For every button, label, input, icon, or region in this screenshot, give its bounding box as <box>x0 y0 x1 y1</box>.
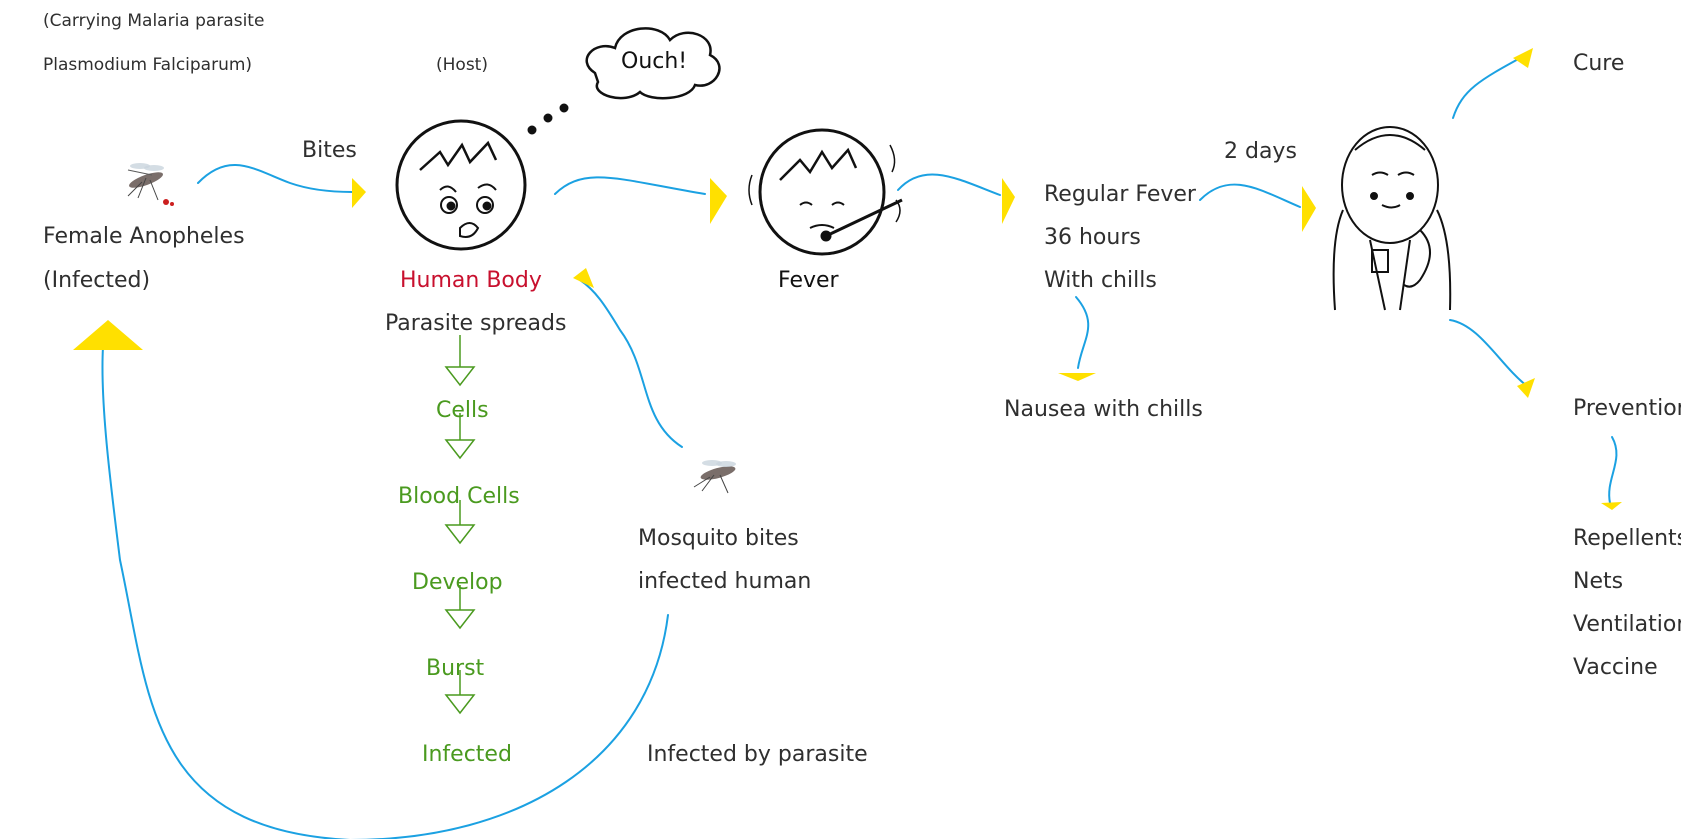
regular-fever-label: Regular Fever <box>1044 184 1196 206</box>
human-body-label: Human Body <box>400 270 542 292</box>
bites-label: Bites <box>302 140 357 162</box>
arrowhead-4 <box>1302 186 1316 232</box>
arrowhead-2 <box>710 178 727 224</box>
arrow-chills-to-nausea <box>1076 297 1088 368</box>
arrow-mosquito-to-human <box>198 165 352 192</box>
mosquito-icon <box>127 163 174 206</box>
infected-by-parasite-label: Infected by parasite <box>647 744 868 766</box>
ouch-bubble-text: Ouch! <box>621 51 687 73</box>
carrying-note-line2: Plasmodium Falciparum) <box>43 57 252 74</box>
arrowhead-9 <box>573 268 594 288</box>
fever-label: Fever <box>778 270 839 292</box>
arrow-fever-to-regular <box>898 174 1000 195</box>
arrowhead-1 <box>352 178 366 208</box>
worried-face-icon <box>397 121 525 249</box>
stage-burst: Burst <box>426 658 484 680</box>
mosquito-bites-label-line2: infected human <box>638 571 811 593</box>
stage-cells: Cells <box>436 400 489 422</box>
doctor-icon <box>1334 127 1451 310</box>
stage-develop: Develop <box>412 572 503 594</box>
prevention-item-ventilation: Ventilation <box>1573 614 1681 636</box>
stage-infected: Infected <box>422 744 512 766</box>
hours-label: 36 hours <box>1044 227 1141 249</box>
nausea-label: Nausea with chills <box>1004 399 1203 421</box>
with-chills-label: With chills <box>1044 270 1157 292</box>
prevention-item-vaccine: Vaccine <box>1573 657 1658 679</box>
mosquito-bites-label-line1: Mosquito bites <box>638 528 799 550</box>
thought-cloud-icon <box>529 28 719 133</box>
arrowhead-10 <box>73 320 143 350</box>
arrow-regular-to-doctor <box>1200 185 1300 207</box>
prevention-item-repellents: Repellents <box>1573 528 1681 550</box>
arrow-mosquito2-to-human <box>580 280 682 447</box>
arrow-doctor-to-cure <box>1453 57 1522 118</box>
prevention-item-nets: Nets <box>1573 571 1623 593</box>
parasite-spreads-label: Parasite spreads <box>385 313 566 335</box>
mosquito-icon <box>694 460 737 493</box>
arrow-infected-loop <box>102 347 668 839</box>
arrowhead-6 <box>1513 48 1533 68</box>
host-note: (Host) <box>436 57 488 74</box>
stage-blood-cells: Blood Cells <box>398 486 520 508</box>
cure-label: Cure <box>1573 53 1624 75</box>
two-days-label: 2 days <box>1224 141 1297 163</box>
arrow-prevention-to-items <box>1609 437 1616 503</box>
carrying-note-line1: (Carrying Malaria parasite <box>43 13 264 30</box>
arrowhead-8 <box>1601 502 1622 510</box>
arrow-human-to-fever <box>555 177 705 194</box>
prevention-label: Prevention <box>1573 398 1681 420</box>
fever-face-icon <box>749 130 902 254</box>
arrowhead-5 <box>1058 373 1096 381</box>
arrowhead-3 <box>1002 178 1015 224</box>
female-anopheles-label: Female Anopheles <box>43 226 245 248</box>
arrow-doctor-to-prevention <box>1450 320 1527 386</box>
female-infected-label: (Infected) <box>43 270 150 292</box>
